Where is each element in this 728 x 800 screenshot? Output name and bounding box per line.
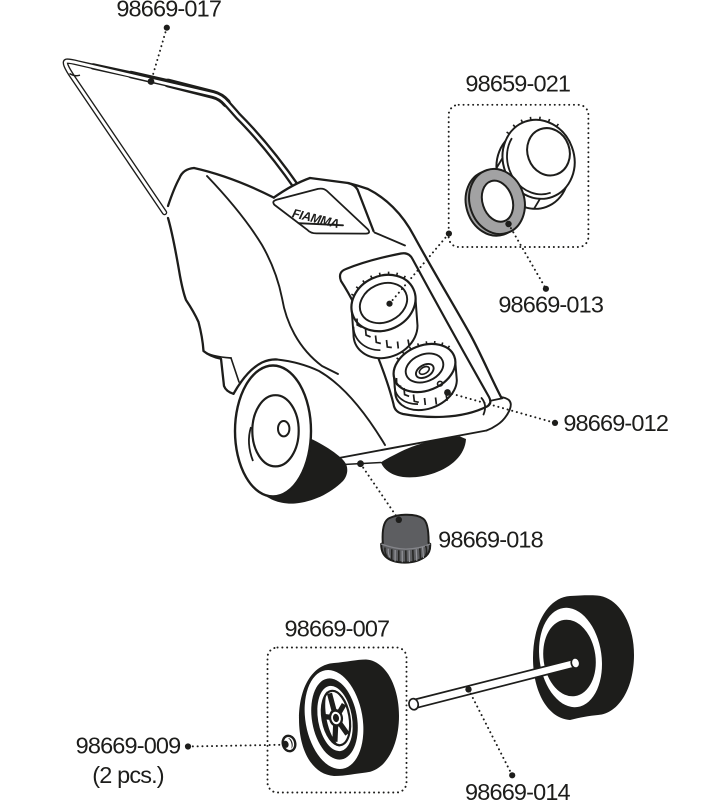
svg-text:98669-012: 98669-012 (563, 410, 668, 436)
svg-text:98659-021: 98659-021 (465, 70, 570, 96)
svg-text:98669-013: 98669-013 (498, 292, 604, 318)
svg-text:98669-009: 98669-009 (76, 733, 181, 759)
svg-text:98669-018: 98669-018 (438, 527, 544, 553)
svg-text:98669-017: 98669-017 (116, 0, 221, 22)
svg-text:98669-007: 98669-007 (285, 615, 390, 641)
svg-text:98669-014: 98669-014 (465, 779, 571, 800)
svg-text:(2 pcs.): (2 pcs.) (92, 762, 164, 788)
